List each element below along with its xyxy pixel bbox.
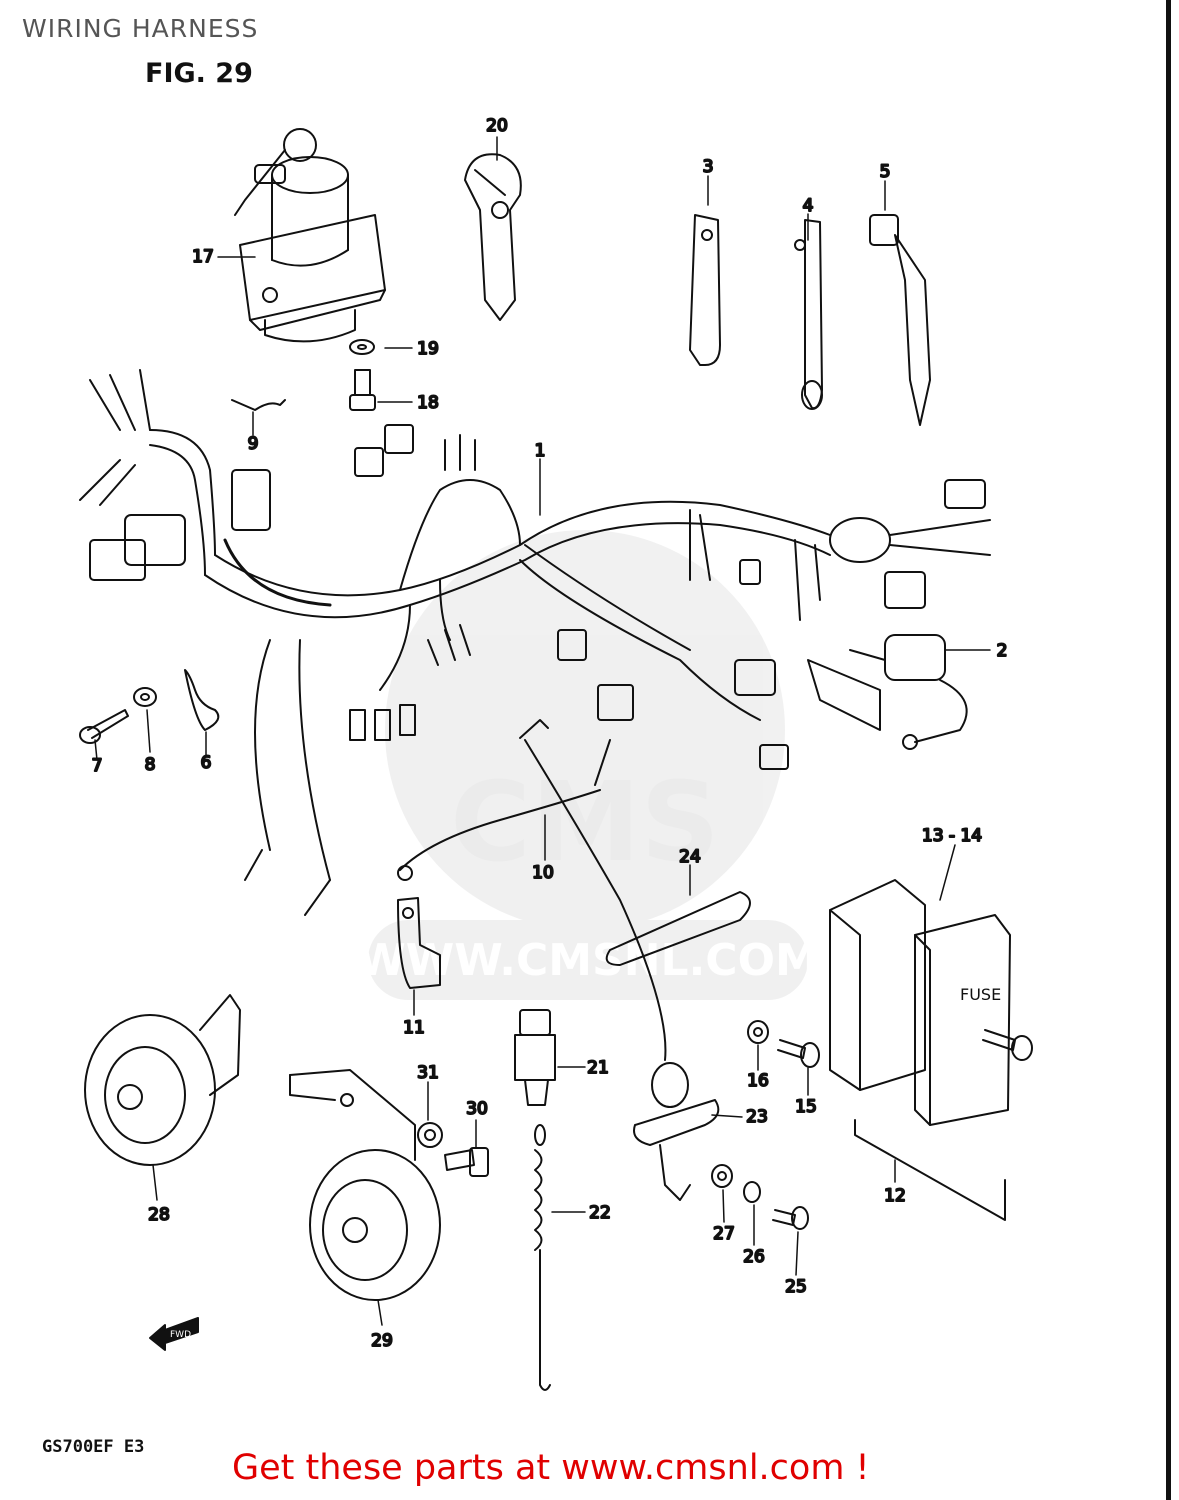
callout-20: 20 [486,116,508,136]
callout-13-14: 13 - 14 [922,826,982,846]
callout-4: 4 [803,196,814,216]
callout-9: 9 [248,434,259,454]
washer-part-8 [133,687,157,707]
callout-10: 10 [532,863,554,883]
bracket-part-11 [397,897,441,989]
callout-31: 31 [417,1063,439,1083]
callout-5: 5 [880,162,891,182]
callout-28: 28 [148,1205,170,1225]
callout-7: 7 [92,756,103,776]
screw-part-7 [79,709,129,744]
spring-part-22 [534,1124,551,1391]
key-part [464,153,522,321]
washer-part-16 [747,1020,769,1044]
callout-29: 29 [371,1331,393,1351]
callout-16: 16 [747,1071,769,1091]
relay-part-2 [849,634,968,750]
wiring-harness-main-part [79,369,991,916]
clamp-part-3 [689,214,721,366]
ground-lead-part-10 [397,739,611,881]
callout-6: 6 [201,753,212,773]
page-edge-bar [1166,0,1171,1500]
model-code-label: GS700EF E3 [42,1437,145,1457]
callout-25: 25 [785,1277,807,1297]
callout-30: 30 [466,1099,488,1119]
figure-label: FIG. 29 [145,58,253,89]
callout-17: 17 [192,247,214,267]
horn-part-29 [289,1069,441,1301]
callout-24: 24 [679,847,701,867]
callout-19: 19 [417,339,439,359]
screw-part-15 [777,1039,820,1068]
callout-26: 26 [743,1247,765,1267]
callout-11: 11 [403,1018,425,1038]
callout-3: 3 [703,157,714,177]
callout-2: 2 [997,641,1008,661]
strap-part-24 [605,891,751,966]
horn-part-28 [84,994,241,1166]
bolt-part-30 [444,1147,489,1177]
bolt-part-18 [349,369,376,411]
cable-tie-part-5 [869,214,931,426]
callout-leaders [94,136,991,1326]
switch-part-21 [514,1009,556,1106]
washer-part-31 [417,1122,443,1148]
screw-part-13 [982,1029,1033,1061]
washer-part-27 [711,1164,733,1188]
callout-22: 22 [589,1203,611,1223]
callout-12: 12 [884,1186,906,1206]
clip-part-9 [231,399,286,411]
watermark: CMS WWW.CMSNL.COM [357,530,819,1000]
ignition-switch-part [234,128,386,343]
screw-part-25 [772,1206,809,1230]
svg-text:FWD: FWD [170,1330,191,1340]
callout-1: 1 [535,441,546,461]
washer-part-19 [349,339,375,355]
callout-23: 23 [746,1107,768,1127]
callout-labels: 1 2 3 4 5 6 7 8 9 10 11 12 13 - 14 15 16… [91,115,1009,1352]
fuse-box-part-12: FUSE [829,879,1011,1221]
forward-arrow-icon: FWD [149,1317,199,1351]
watermark-url-text: WWW.CMSNL.COM [357,935,819,986]
callout-8: 8 [145,755,156,775]
callout-27: 27 [713,1224,735,1244]
fuse-cover-label: FUSE [960,985,1001,1004]
callout-21: 21 [587,1058,609,1078]
callout-18: 18 [417,393,439,413]
clamp-part-4 [794,219,823,410]
sensor-part-23 [519,719,720,1201]
clip-part-6 [184,669,220,731]
callout-15: 15 [795,1097,817,1117]
footer-parts-link[interactable]: Get these parts at www.cmsnl.com ! [232,1448,870,1488]
page-title: WIRING HARNESS [22,14,259,43]
washer-part-26 [743,1181,761,1203]
